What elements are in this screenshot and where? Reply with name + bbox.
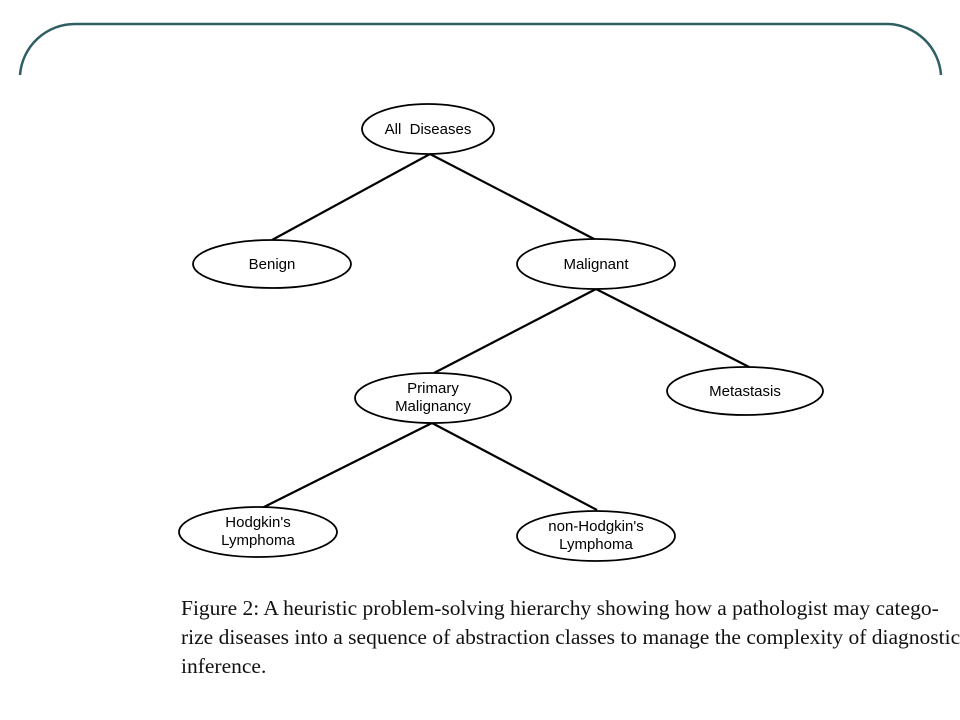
caption-line: Figure 2: A heuristic problem-solving hi… xyxy=(181,596,939,620)
edge-primary-malignancy-hodgkins xyxy=(261,422,433,509)
node-label: Lymphoma xyxy=(559,536,633,553)
node-non-hodgkins-lymphoma: non-Hodgkin's Lymphoma xyxy=(516,510,676,562)
node-hodgkins-lymphoma: Hodgkin's Lymphoma xyxy=(178,506,338,558)
edge-all-diseases-malignant xyxy=(429,153,597,241)
node-label: non-Hodgkin's xyxy=(548,518,643,535)
edge-malignant-metastasis xyxy=(595,288,756,371)
edge-primary-malignancy-non-hodgkins xyxy=(431,422,598,511)
node-metastasis: Metastasis xyxy=(666,366,824,416)
node-label: Metastasis xyxy=(709,383,781,400)
node-malignant: Malignant xyxy=(516,238,676,290)
caption-line: rize diseases into a sequence of abstrac… xyxy=(181,625,960,649)
node-label: Hodgkin's xyxy=(225,514,290,531)
caption-line: inference. xyxy=(181,654,267,678)
figure-caption: Figure 2: A heuristic problem-solving hi… xyxy=(181,594,960,681)
hierarchy-diagram: All Diseases Benign Malignant Primary Ma… xyxy=(178,103,824,562)
node-label: Primary xyxy=(407,380,459,397)
node-label: All Diseases xyxy=(385,121,472,138)
node-label: Malignancy xyxy=(395,398,471,415)
node-label: Malignant xyxy=(563,256,629,273)
node-benign: Benign xyxy=(192,239,352,289)
node-all-diseases: All Diseases xyxy=(361,103,495,155)
edge-all-diseases-benign xyxy=(271,153,431,241)
node-label: Benign xyxy=(249,256,296,273)
node-primary-malignancy: Primary Malignancy xyxy=(354,372,512,424)
edge-layer xyxy=(261,153,756,511)
frame-border xyxy=(18,22,943,76)
node-label: Lymphoma xyxy=(221,532,295,549)
edge-malignant-primary-malignancy xyxy=(433,288,597,374)
